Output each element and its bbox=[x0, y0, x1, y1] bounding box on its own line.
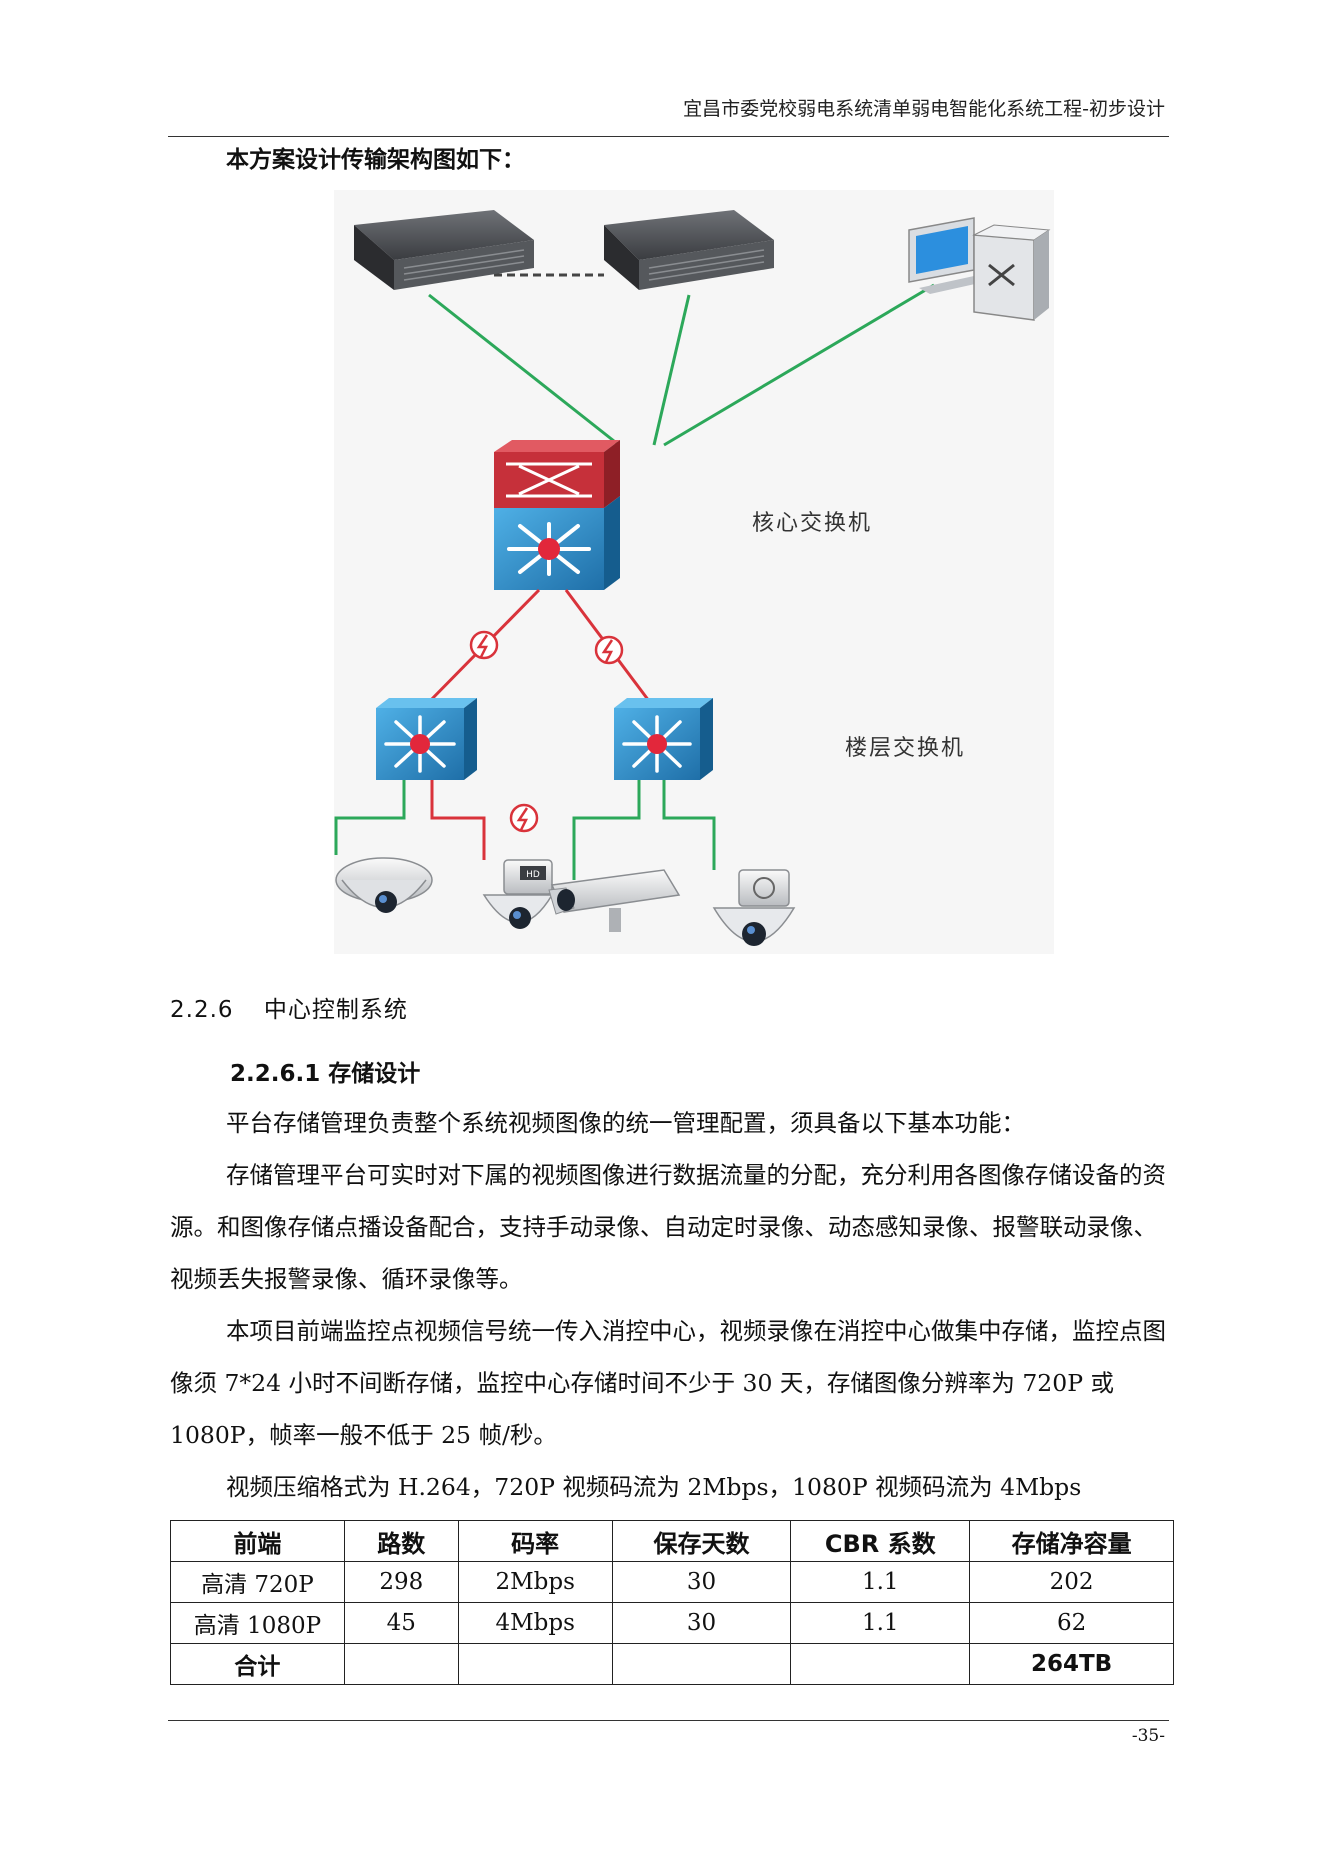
section-heading: 2.2.6 中心控制系统 bbox=[170, 990, 408, 1024]
table-cell: 高清 1080P bbox=[170, 1602, 345, 1644]
table-cell: 202 bbox=[969, 1561, 1174, 1603]
paragraph-2: 存储管理平台可实时对下属的视频图像进行数据流量的分配，充分利用各图像存储设备的资… bbox=[170, 1161, 1166, 1293]
ptz-camera-1-icon: HD bbox=[482, 859, 554, 929]
floor-switch-label: 楼层交换机 bbox=[845, 736, 966, 761]
table-cell bbox=[343, 1643, 459, 1685]
table-cell: 1.1 bbox=[790, 1602, 971, 1644]
table-cell: 264TB bbox=[969, 1643, 1174, 1685]
network-diagram-background bbox=[334, 190, 1054, 954]
monitoring-pc-icon bbox=[908, 217, 1051, 321]
table-row: 高清 1080P 45 4Mbps 30 1.1 62 bbox=[170, 1602, 1174, 1644]
table-cell: 45 bbox=[343, 1602, 459, 1644]
table-header-cell: 前端 bbox=[170, 1520, 345, 1562]
storage-server-left-icon bbox=[354, 210, 534, 290]
subsection-heading: 2.2.6.1 存储设计 bbox=[230, 1061, 421, 1087]
page-header-title: 宜昌市委党校弱电系统清单弱电智能化系统工程-初步设计 bbox=[683, 98, 1165, 120]
storage-server-right-icon bbox=[604, 210, 774, 290]
table-header-cell: 存储净容量 bbox=[969, 1520, 1174, 1562]
table-row: 高清 720P 298 2Mbps 30 1.1 202 bbox=[170, 1561, 1174, 1603]
table-cell: 1.1 bbox=[790, 1561, 971, 1603]
transmission-architecture-diagram: HD bbox=[334, 210, 1051, 946]
paragraph-3: 本项目前端监控点视频信号统一传入消控中心，视频录像在消控中心做集中存储，监控点图… bbox=[170, 1317, 1166, 1449]
camera-links bbox=[334, 780, 716, 880]
core-switch-icon bbox=[494, 440, 620, 590]
table-header-cell: CBR 系数 bbox=[790, 1520, 971, 1562]
table-cell: 合计 bbox=[170, 1643, 345, 1685]
table-header-cell: 路数 bbox=[343, 1520, 459, 1562]
footer-divider bbox=[168, 1720, 1169, 1721]
paragraph-1: 平台存储管理负责整个系统视频图像的统一管理配置，须具备以下基本功能： bbox=[226, 1109, 1025, 1137]
section-number: 2.2.6 bbox=[170, 997, 234, 1023]
core-switch-label: 核心交换机 bbox=[752, 511, 873, 536]
table-cell: 高清 720P bbox=[170, 1561, 345, 1603]
diagram-intro-heading: 本方案设计传输架构图如下： bbox=[226, 147, 525, 173]
uplink-lines bbox=[428, 283, 935, 447]
table-header-cell: 码率 bbox=[457, 1520, 613, 1562]
page-number: -35- bbox=[1131, 1726, 1165, 1746]
table-total-row: 合计 264TB bbox=[170, 1643, 1174, 1685]
link-lightning-icon bbox=[469, 630, 624, 665]
table-cell: 2Mbps bbox=[457, 1561, 613, 1603]
bullet-camera-icon bbox=[548, 869, 681, 932]
table-cell bbox=[790, 1643, 971, 1685]
hd-badge: HD bbox=[526, 870, 540, 880]
dome-camera-1-icon bbox=[335, 857, 433, 913]
table-cell: 298 bbox=[343, 1561, 459, 1603]
header-divider bbox=[168, 136, 1169, 137]
table-cell bbox=[611, 1643, 792, 1685]
paragraph-4: 视频压缩格式为 H.264，720P 视频码流为 2Mbps，1080P 视频码… bbox=[226, 1473, 1082, 1501]
ptz-camera-2-icon bbox=[712, 869, 796, 946]
table-header-row: 前端 路数 码率 保存天数 CBR 系数 存储净容量 bbox=[170, 1520, 1174, 1562]
section-title: 中心控制系统 bbox=[263, 997, 408, 1023]
table-header-cell: 保存天数 bbox=[611, 1520, 792, 1562]
table-cell: 4Mbps bbox=[457, 1602, 613, 1644]
table-cell: 62 bbox=[969, 1602, 1174, 1644]
camera-link-lightning-icon bbox=[509, 803, 539, 833]
floor-switch-right-icon bbox=[614, 698, 713, 780]
table-cell bbox=[457, 1643, 613, 1685]
storage-capacity-table: 前端 路数 码率 保存天数 CBR 系数 存储净容量 高清 720P 298 2… bbox=[170, 1520, 1174, 1685]
table-cell: 30 bbox=[611, 1561, 792, 1603]
floor-switch-left-icon bbox=[376, 698, 477, 780]
table-cell: 30 bbox=[611, 1602, 792, 1644]
